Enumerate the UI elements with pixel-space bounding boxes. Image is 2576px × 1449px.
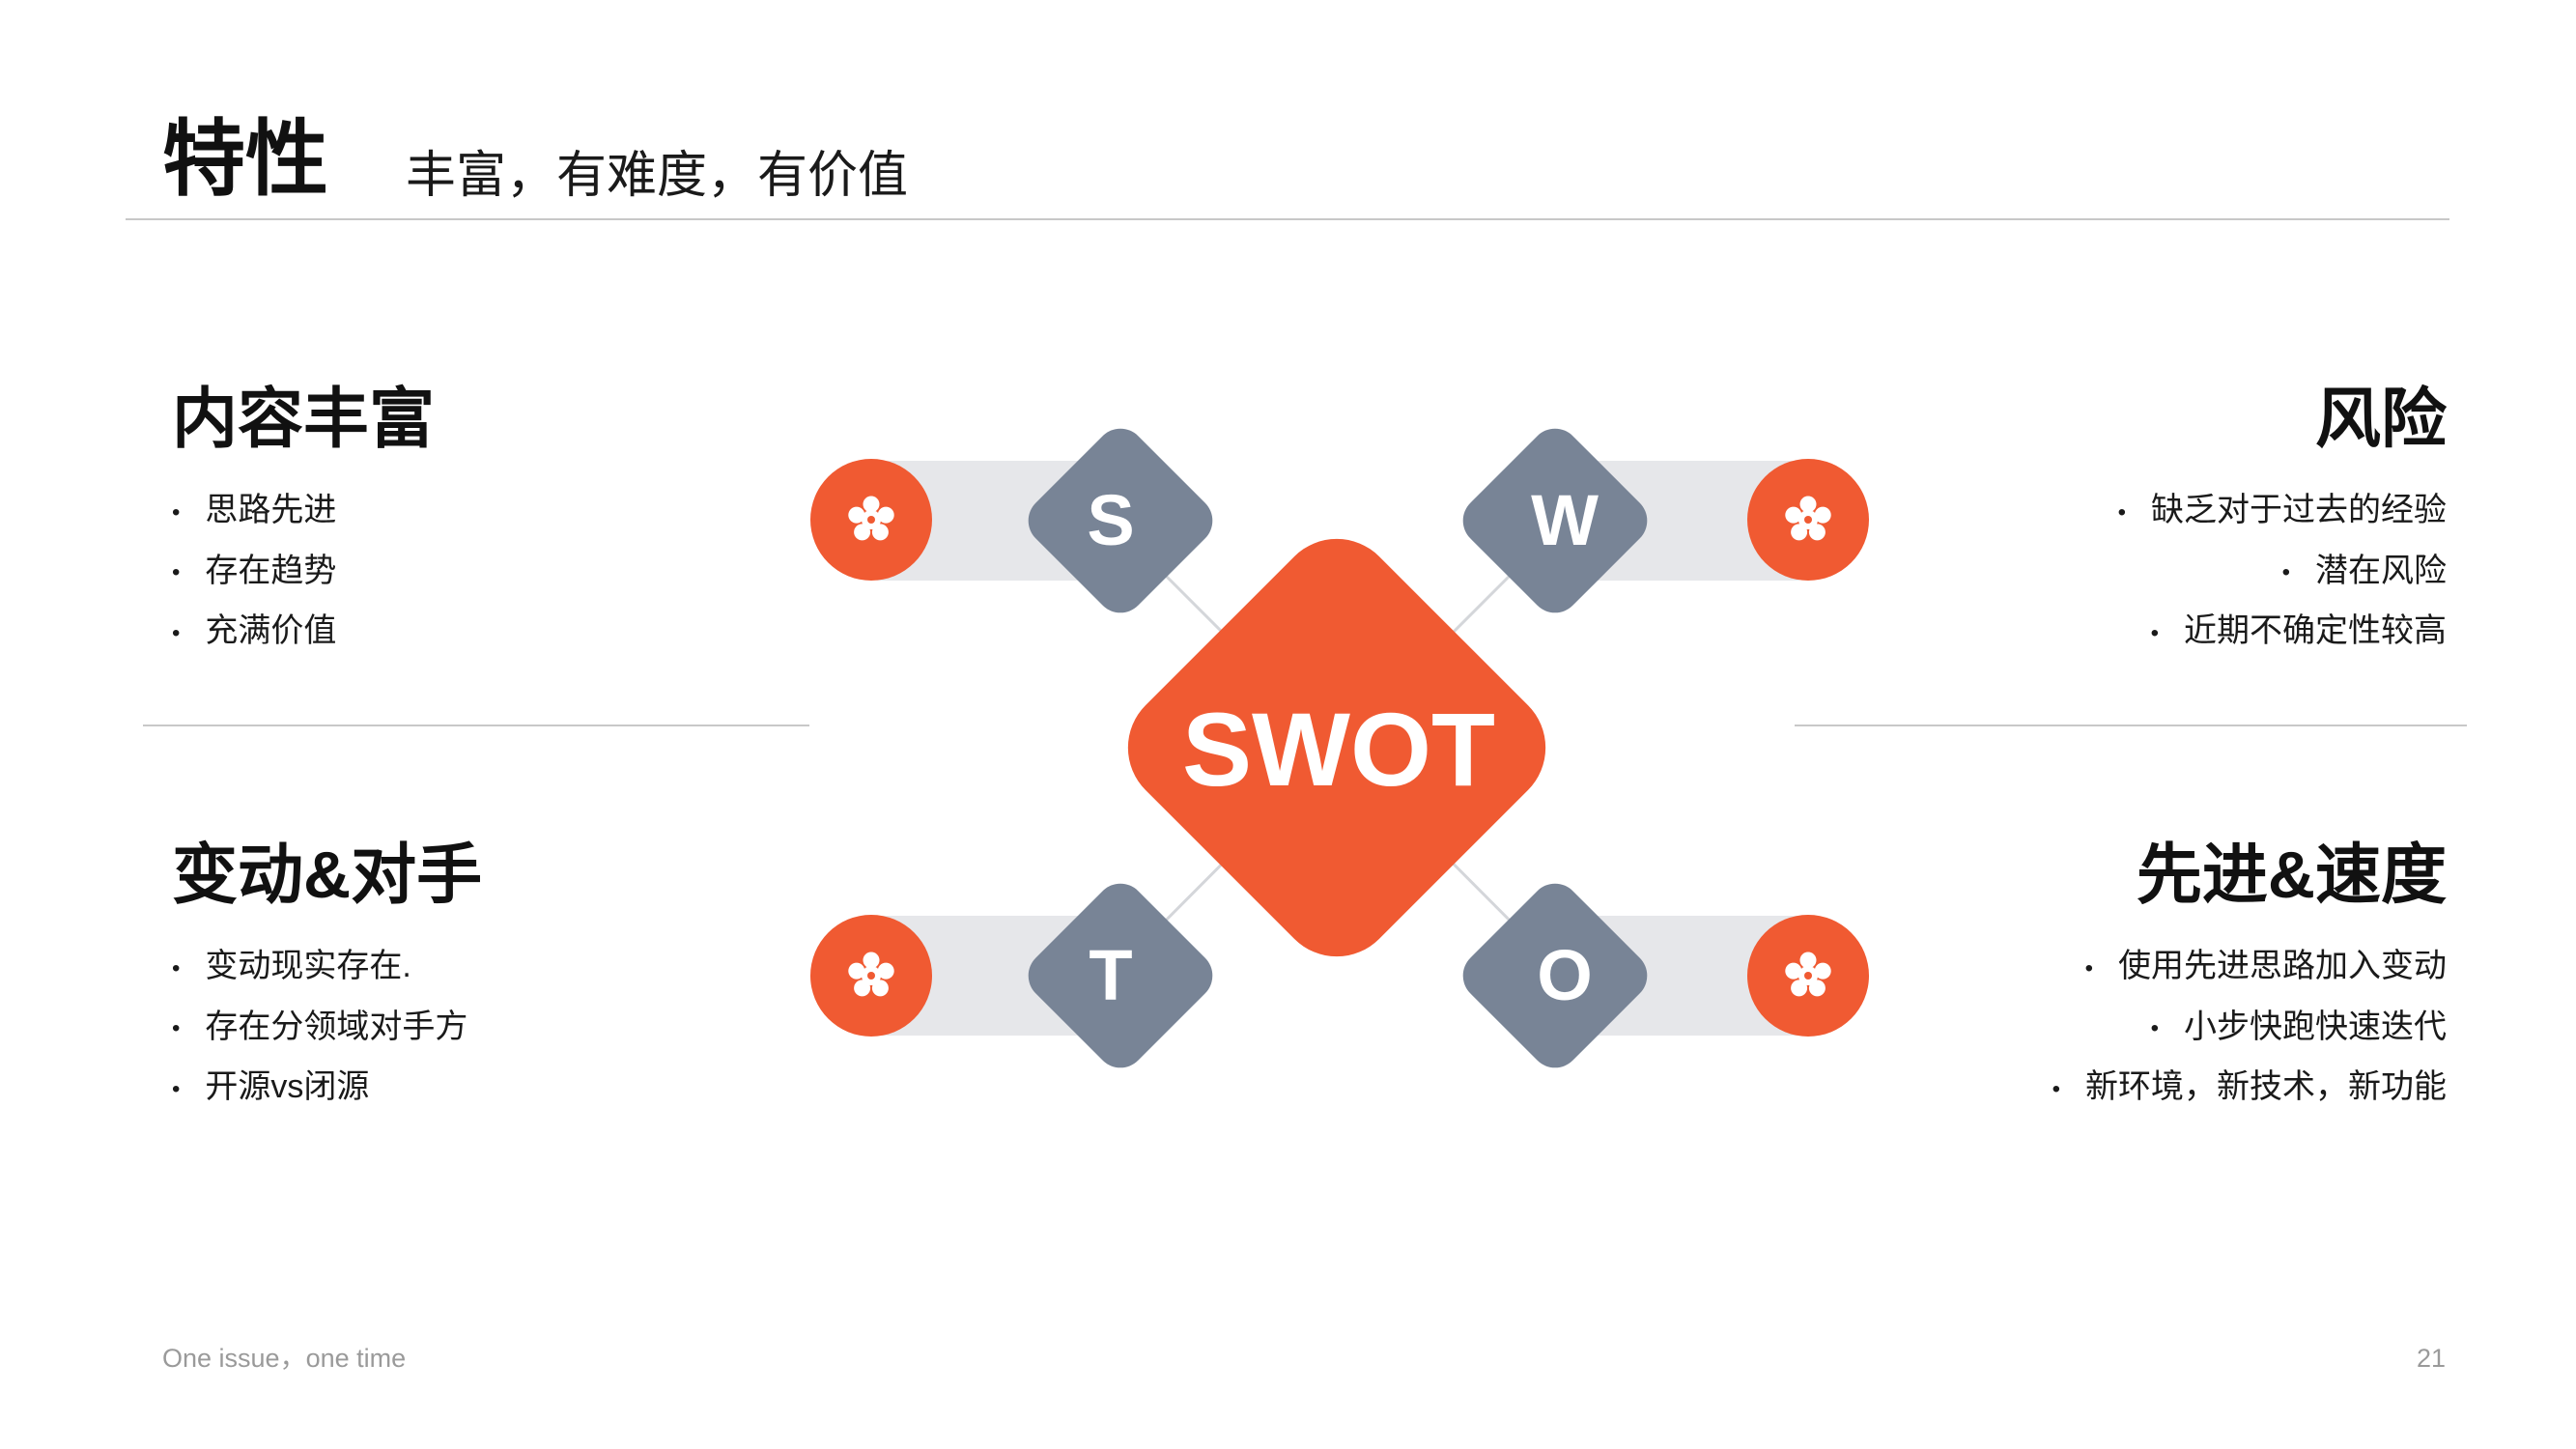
threats-item: 开源vs闭源 — [172, 1058, 467, 1119]
s-diamond — [1028, 428, 1213, 613]
left-section-divider — [143, 724, 809, 726]
strengths-item: 充满价值 — [172, 602, 336, 663]
o-flower-badge — [1747, 915, 1869, 1037]
opportunities-list: 使用先进思路加入变动 小步快跑快速迭代 新环境，新技术，新功能 — [2052, 937, 2447, 1119]
t-diamond — [1028, 883, 1213, 1068]
w-diamond — [1462, 428, 1648, 613]
footer-tagline: One issue，one time — [162, 1344, 407, 1373]
weaknesses-item: 近期不确定性较高 — [2118, 602, 2447, 663]
w-letter: W — [1531, 480, 1599, 560]
strengths-list: 思路先进 存在趋势 充满价值 — [172, 481, 336, 663]
swot-center-diamond — [1127, 538, 1546, 957]
t-letter: T — [1089, 935, 1132, 1015]
weaknesses-item: 潜在风险 — [2118, 542, 2447, 603]
weaknesses-title: 风险 — [2314, 383, 2447, 456]
swot-center-label: SWOT — [1182, 691, 1495, 808]
header-divider — [126, 218, 2449, 220]
w-flower-badge — [1747, 459, 1869, 581]
s-letter: S — [1087, 480, 1134, 560]
strengths-title: 内容丰富 — [172, 383, 436, 456]
s-flower-badge — [810, 459, 932, 581]
page-title: 特性 — [162, 113, 328, 206]
threats-title: 变动&对手 — [172, 838, 483, 912]
o-letter: O — [1537, 935, 1593, 1015]
weaknesses-item: 缺乏对于过去的经验 — [2118, 481, 2447, 542]
opportunities-item: 使用先进思路加入变动 — [2052, 937, 2447, 998]
threats-list: 变动现实存在. 存在分领域对手方 开源vs闭源 — [172, 937, 467, 1119]
t-flower-badge — [810, 915, 932, 1037]
strengths-item: 思路先进 — [172, 481, 336, 542]
page-subtitle: 丰富，有难度，有价值 — [406, 148, 909, 204]
threats-item: 存在分领域对手方 — [172, 998, 467, 1059]
weaknesses-list: 缺乏对于过去的经验 潜在风险 近期不确定性较高 — [2118, 481, 2447, 663]
opportunities-item: 新环境，新技术，新功能 — [2052, 1058, 2447, 1119]
right-section-divider — [1795, 724, 2467, 726]
threats-item: 变动现实存在. — [172, 937, 467, 998]
page-number: 21 — [2416, 1344, 2446, 1373]
o-diamond — [1462, 883, 1648, 1068]
opportunities-item: 小步快跑快速迭代 — [2052, 998, 2447, 1059]
strengths-item: 存在趋势 — [172, 542, 336, 603]
opportunities-title: 先进&速度 — [2136, 838, 2447, 912]
